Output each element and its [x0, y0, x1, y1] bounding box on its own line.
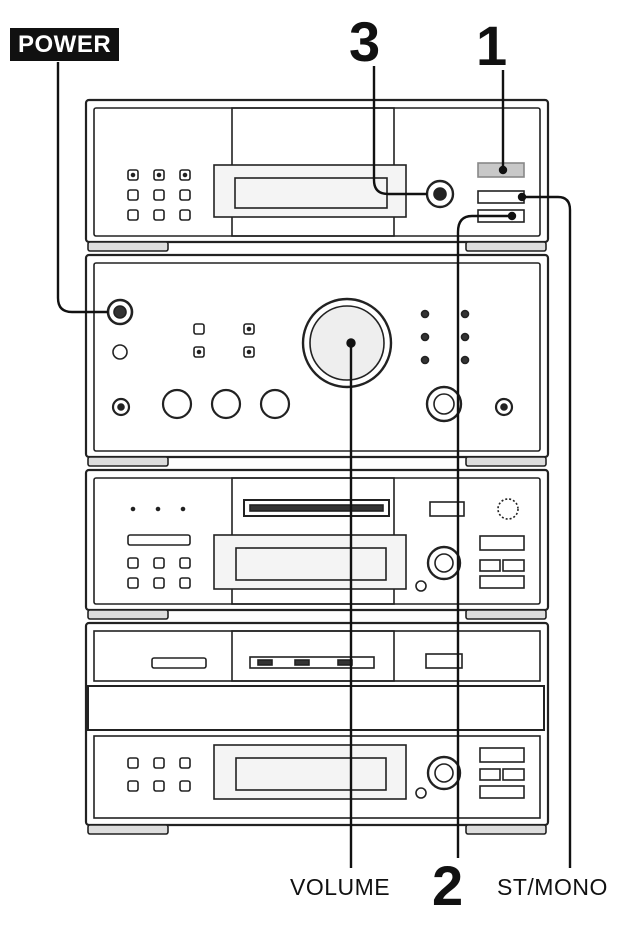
step-2-label: 2	[432, 854, 464, 917]
phones-jack	[111, 397, 131, 417]
disc-display	[213, 534, 407, 590]
step-3-leader	[372, 66, 427, 196]
deck-ff-button[interactable]	[502, 768, 525, 781]
power-leader	[56, 62, 108, 314]
power-label: POWER	[10, 28, 120, 61]
step-2-leader	[456, 214, 512, 858]
deck-tray	[87, 685, 545, 731]
disc-slot	[243, 499, 390, 517]
deck-button-left[interactable]	[151, 657, 207, 669]
amplifier-indicator-leds	[420, 309, 470, 365]
treble-knob[interactable]	[210, 388, 242, 420]
deck-open-button[interactable]	[425, 653, 463, 669]
st-mono-leader	[522, 195, 572, 868]
amplifier-jack-right	[494, 397, 514, 417]
disc-stop-button[interactable]	[479, 575, 525, 589]
volume-knob[interactable]	[301, 297, 393, 389]
disc-play-button[interactable]	[479, 535, 525, 551]
disc-ff-button[interactable]	[502, 559, 525, 572]
deck-unit	[84, 621, 550, 835]
bass-knob[interactable]	[161, 388, 193, 420]
deck-jog-knob[interactable]	[426, 755, 462, 791]
disc-dial[interactable]	[497, 498, 519, 520]
amplifier-function-buttons	[193, 323, 255, 358]
deck-play-button[interactable]	[479, 747, 525, 763]
deck-preset-buttons	[127, 757, 191, 792]
st-mono-label: ST/MONO	[497, 874, 608, 900]
deck-display	[213, 744, 407, 800]
tuner-unit	[84, 98, 550, 252]
disc-preset-buttons	[127, 506, 191, 589]
volume-label: VOLUME	[290, 874, 391, 900]
deck-stop-button[interactable]	[479, 785, 525, 799]
input-selector-knob[interactable]	[425, 385, 463, 423]
disc-unit	[84, 468, 550, 620]
disc-jog-knob[interactable]	[426, 545, 462, 581]
disc-eject-button[interactable]	[429, 501, 465, 517]
deck-rew-button[interactable]	[479, 768, 501, 781]
step-3-label: 3	[349, 10, 381, 73]
disc-rew-button[interactable]	[479, 559, 501, 572]
deck-button-bar[interactable]	[249, 656, 375, 669]
balance-knob[interactable]	[259, 388, 291, 420]
leader-lines	[56, 62, 572, 868]
step-1-label: 1	[476, 14, 508, 77]
tuner-preset-buttons	[127, 169, 191, 221]
amplifier-unit	[84, 253, 550, 467]
